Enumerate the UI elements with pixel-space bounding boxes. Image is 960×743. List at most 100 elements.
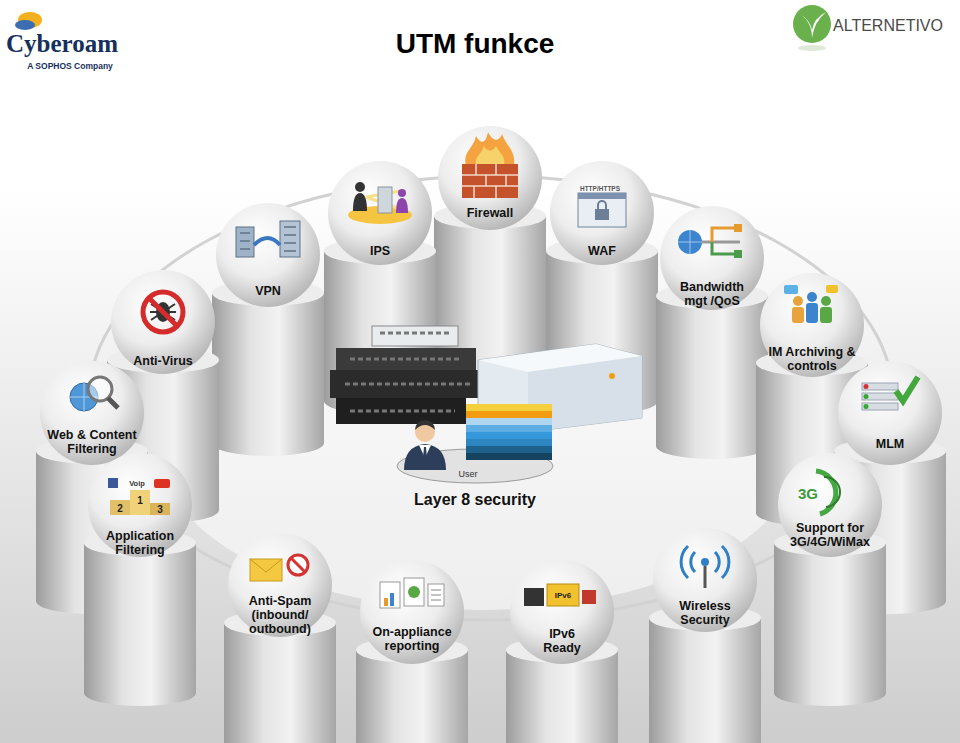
label-stack: Web & Content Filtering bbox=[42, 428, 142, 456]
bandwidth-icon bbox=[660, 206, 764, 310]
title: UTM funkce bbox=[396, 28, 555, 60]
ips-icon bbox=[378, 187, 392, 213]
bandwidth-icon bbox=[712, 228, 736, 242]
mlm-icon bbox=[864, 384, 869, 389]
bandwidth-icon bbox=[656, 296, 768, 446]
waf-icon bbox=[578, 193, 626, 227]
feature-label: IM Archiving & controls bbox=[762, 345, 862, 373]
user-illustration bbox=[466, 425, 552, 432]
mlm-icon bbox=[864, 404, 869, 409]
wireless-icon bbox=[681, 546, 729, 578]
feature-node: Anti-Virus bbox=[108, 270, 218, 374]
feature-node: Application Filtering bbox=[85, 453, 195, 561]
wireless-icon bbox=[649, 528, 761, 743]
appliance-illustration bbox=[609, 373, 615, 379]
reporting-icon bbox=[384, 598, 388, 606]
ipv6-icon bbox=[524, 588, 544, 606]
vpn-icon bbox=[254, 238, 280, 245]
reporting-icon bbox=[390, 593, 394, 606]
mlm-icon bbox=[862, 403, 898, 410]
partner-logo bbox=[800, 12, 826, 38]
feature-label: Application Filtering bbox=[95, 529, 185, 557]
label-stack: Bandwidth mgt /QoS bbox=[672, 280, 752, 308]
floor bbox=[0, 190, 960, 743]
feature-node: On-appliance reporting bbox=[357, 560, 467, 664]
feature-node: MLM bbox=[835, 361, 945, 465]
reporting-icon bbox=[380, 582, 400, 608]
mlm-icon bbox=[862, 393, 898, 400]
app-filter-icon bbox=[110, 500, 130, 515]
im-icon bbox=[793, 296, 803, 306]
mobile-icon bbox=[774, 453, 886, 706]
app-filter-icon bbox=[150, 503, 170, 515]
feature-node: IPS bbox=[325, 161, 435, 265]
label-stack: Application Filtering bbox=[95, 529, 185, 557]
label-stack: Anti-Virus bbox=[133, 354, 193, 368]
reporting-icon bbox=[408, 586, 420, 598]
web-filter-icon bbox=[88, 377, 112, 401]
bandwidth-icon bbox=[656, 206, 768, 459]
reporting-icon bbox=[404, 578, 424, 606]
feature-node: Wireless Security bbox=[650, 528, 760, 632]
vpn-icon bbox=[212, 203, 324, 456]
user-illustration bbox=[404, 444, 446, 470]
feature-label: Bandwidth mgt /QoS bbox=[672, 280, 752, 308]
feature-node: Web & Content Filtering bbox=[36, 361, 148, 465]
feature-label: Firewall bbox=[467, 206, 514, 220]
antivirus-icon bbox=[149, 298, 177, 326]
brand-logo bbox=[15, 12, 42, 30]
antivirus-icon bbox=[111, 270, 215, 374]
wireless-icon bbox=[701, 558, 709, 566]
rank-number: 1 bbox=[137, 495, 143, 506]
feature-node: VPN bbox=[213, 203, 323, 307]
firewall-icon bbox=[462, 164, 518, 198]
firewall-icon bbox=[438, 126, 542, 230]
feature-node: Firewall bbox=[435, 126, 545, 230]
feature-label: On-appliance reporting bbox=[367, 625, 457, 653]
bandwidth-icon bbox=[734, 224, 742, 232]
antispam-icon bbox=[224, 623, 336, 743]
rank-number: 3 bbox=[157, 504, 163, 515]
web-filter-icon bbox=[108, 398, 118, 408]
ips-icon bbox=[396, 198, 408, 213]
appliance-illustration bbox=[372, 326, 458, 346]
waf-icon bbox=[595, 209, 609, 220]
label-stack: On-appliance reporting bbox=[367, 625, 457, 653]
label-stack: VPN bbox=[255, 284, 281, 298]
mobile-icon bbox=[824, 477, 840, 507]
appliance-illustration bbox=[345, 333, 470, 411]
web-filter-icon bbox=[40, 361, 144, 465]
app-filter-icon bbox=[154, 479, 170, 488]
label-stack: Anti-Spam (inbound/ outbound) bbox=[240, 594, 320, 636]
feature-node: IM Archiving & controls bbox=[756, 273, 868, 377]
partner-logo bbox=[793, 5, 831, 43]
feature-node: Anti-Spam (inbound/ outbound) bbox=[225, 533, 335, 640]
feature-label: Anti-Spam (inbound/ outbound) bbox=[240, 594, 320, 636]
ips-icon bbox=[355, 182, 365, 192]
brand-tagline: A SOPHOS Company bbox=[27, 61, 113, 71]
feature-label: MLM bbox=[876, 437, 904, 451]
antivirus-icon bbox=[143, 292, 183, 332]
label-stack: Firewall bbox=[467, 206, 514, 220]
ips-icon bbox=[353, 193, 367, 211]
feature-node: WAF bbox=[547, 161, 657, 265]
vpn-icon bbox=[212, 293, 324, 443]
ipv6-icon bbox=[547, 584, 579, 606]
reporting-icon bbox=[356, 560, 468, 743]
user-illustration bbox=[397, 404, 553, 483]
user-illustration bbox=[423, 447, 427, 461]
app-filter-icon bbox=[130, 490, 150, 515]
brand-name: Cyberoam bbox=[6, 30, 118, 58]
antispam-icon bbox=[250, 559, 282, 581]
feature-label: Support for 3G/4G/WiMax bbox=[785, 521, 875, 549]
user-label: User bbox=[458, 469, 477, 479]
reporting-icon bbox=[428, 584, 444, 606]
label-stack: IM Archiving & controls bbox=[762, 345, 862, 373]
bandwidth-icon bbox=[678, 230, 702, 254]
network-tag: 3G bbox=[798, 485, 818, 502]
user-illustration bbox=[466, 404, 552, 411]
brand-logo bbox=[15, 20, 35, 30]
mobile-icon bbox=[774, 543, 886, 693]
